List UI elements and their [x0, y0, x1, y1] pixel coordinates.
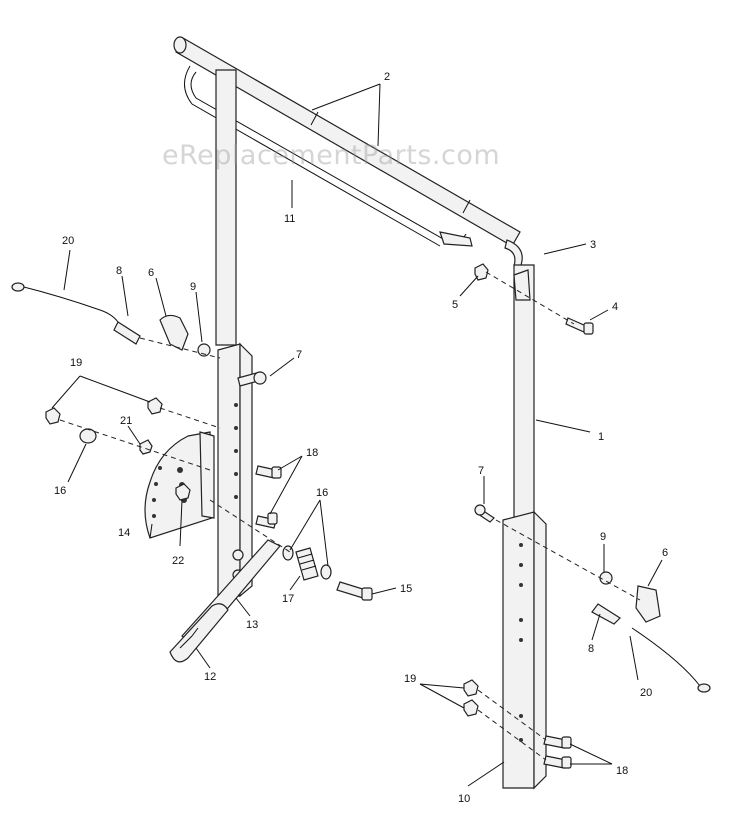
callout-12: 12 [204, 671, 216, 683]
callout-4: 4 [612, 301, 618, 313]
callout-2: 2 [384, 71, 390, 83]
callout-17: 17 [282, 593, 294, 605]
callout-11: 11 [284, 213, 295, 225]
callout-22: 22 [172, 555, 184, 567]
callout-18-right: 18 [616, 765, 628, 777]
callout-6-right: 6 [662, 547, 668, 559]
callout-8-left: 8 [116, 265, 122, 277]
callout-13: 13 [246, 619, 258, 631]
leader-lines [51, 83, 663, 787]
callout-19-left: 19 [70, 357, 82, 369]
callout-10: 10 [458, 793, 470, 805]
callout-20-left: 20 [62, 235, 74, 247]
callout-21: 21 [120, 415, 132, 427]
callout-8-right: 8 [588, 643, 594, 655]
callout-18-left: 18 [306, 447, 318, 459]
left-lower-plate [217, 342, 253, 598]
right-upper-tube [513, 264, 535, 523]
callout-19-right: 19 [404, 673, 416, 685]
callout-15: 15 [400, 583, 412, 595]
lanyard-cables [11, 282, 711, 693]
right-lower-plate [502, 510, 547, 790]
upper-handle-bar [173, 36, 523, 269]
assembly-lines [59, 271, 641, 761]
callout-1: 1 [598, 431, 604, 443]
callout-20-right: 20 [640, 687, 652, 699]
callout-7-left: 7 [296, 349, 302, 361]
callout-16-center: 16 [316, 487, 328, 499]
adjust-plate [144, 431, 215, 539]
callout-14: 14 [118, 527, 130, 539]
callout-7-right: 7 [478, 465, 484, 477]
left-upper-tube [215, 69, 237, 346]
callout-9-right: 9 [600, 531, 606, 543]
lower-handle-loop [184, 65, 473, 247]
callout-5: 5 [452, 299, 458, 311]
callout-9-left: 9 [190, 281, 196, 293]
callout-labels: 1 2 3 4 5 6 6 7 7 8 8 9 9 10 11 12 13 14… [54, 71, 668, 805]
callout-6-left: 6 [148, 267, 154, 279]
callout-3: 3 [590, 239, 596, 251]
hardware [45, 263, 661, 769]
callout-16-left: 16 [54, 485, 66, 497]
